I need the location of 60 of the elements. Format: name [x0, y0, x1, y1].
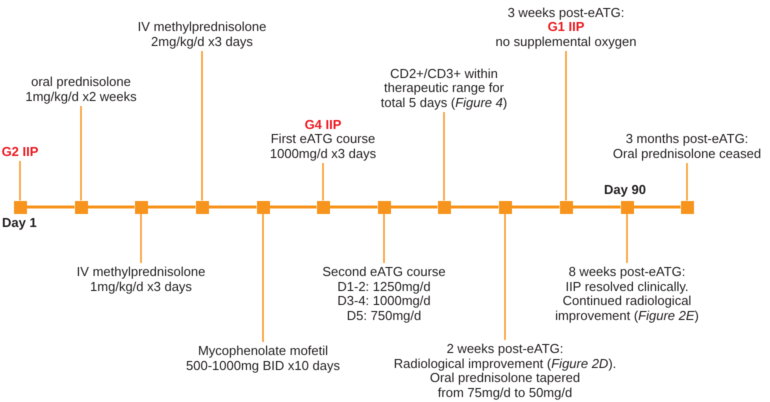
timeline-segment: [512, 206, 560, 208]
annotation-text: Radiological improvement (Figure 2D).: [392, 356, 618, 371]
leader-line: [504, 214, 506, 340]
annotation-text: D1-2: 1250mg/d: [336, 280, 432, 294]
timeline-marker: [498, 200, 512, 214]
leader-line: [686, 163, 688, 200]
timeline-marker: [74, 200, 88, 214]
leader-line: [626, 214, 628, 263]
timeline-marker: [680, 200, 694, 214]
annotation-text: IIP resolved clinically.: [564, 280, 690, 294]
annotation-text: D5: 750mg/d: [346, 308, 422, 323]
annotation-text: 2 weeks post-eATG:: [446, 342, 564, 356]
annotation-text: G1 IIP: [546, 20, 584, 34]
annotation-text: oral prednisolone 1mg/kg/d x2 weeks: [24, 75, 138, 104]
timeline-segment: [450, 206, 498, 208]
leader-line: [383, 214, 385, 263]
annotation-text: Oral prednisolone tapered from 75mg/d to 50mg/d: [430, 371, 580, 400]
day-label: Day 1: [2, 216, 37, 230]
timeline-marker: [560, 200, 572, 214]
leader-line: [565, 51, 567, 200]
annotation-text: 8 weeks post-eATG:: [568, 265, 686, 280]
annotation-text: 3 weeks post-eATG:: [506, 6, 626, 20]
timeline-marker: [438, 200, 450, 214]
leader-line: [322, 163, 324, 200]
leader-line: [262, 214, 264, 342]
annotation-text: G4 IIP: [304, 118, 342, 132]
leader-line: [140, 214, 142, 263]
annotation-text: no supplemental oxygen: [494, 34, 638, 49]
timeline-marker: [196, 200, 208, 214]
annotation-text: IV methylprednisolone 2mg/kg/d x3 days: [136, 20, 268, 49]
leader-line: [201, 51, 203, 200]
leader-line: [19, 161, 21, 200]
annotation-text: Continued radiological improvement (Figure 2E): [554, 294, 700, 323]
timeline-segment: [572, 206, 620, 208]
timeline-marker: [316, 200, 330, 214]
annotation-text: Mycophenolate mofetil 500-1000mg BID x10 days: [185, 344, 341, 373]
timeline-segment: [330, 206, 378, 208]
timeline-segment: [148, 206, 196, 208]
timeline-segment: [208, 206, 256, 208]
leader-line: [443, 112, 445, 200]
annotation-text: Oral prednisolone ceased: [612, 146, 762, 161]
timeline-marker: [134, 200, 148, 214]
timeline-segment: [390, 206, 438, 208]
annotation-text: IV methylprednisolone 1mg/kg/d x3 days: [76, 265, 206, 294]
timeline-segment: [26, 206, 74, 208]
timeline-marker: [256, 200, 270, 214]
timeline-marker: [378, 200, 390, 214]
day-label: Day 90: [604, 183, 646, 198]
annotation-text: 3 months post-eATG:: [624, 132, 750, 146]
timeline-marker: [14, 200, 26, 214]
annotation-text: First eATG course 1000mg/d x3 days: [268, 132, 378, 161]
leader-line: [80, 106, 82, 200]
timeline-segment: [88, 206, 134, 208]
annotation-text: D3-4: 1000mg/d: [336, 294, 432, 308]
annotation-text: Second eATG course: [321, 265, 447, 280]
annotation-text: G2 IIP: [0, 144, 40, 159]
timeline-segment: [634, 206, 680, 208]
timeline-marker: [620, 200, 634, 214]
annotation-text: CD2+/CD3+ within therapeutic range for total 5 days (Figure 4): [380, 66, 508, 110]
timeline-segment: [270, 206, 316, 208]
